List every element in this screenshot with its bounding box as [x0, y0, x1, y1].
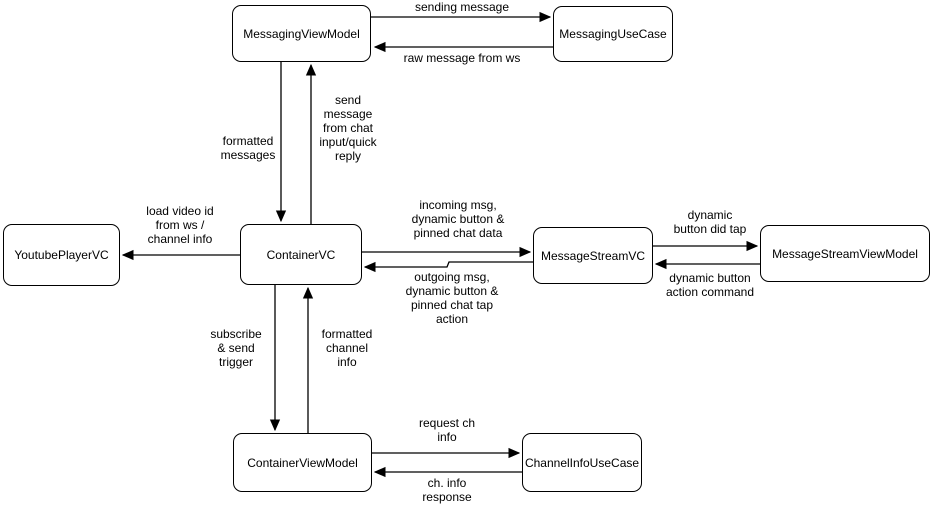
- node-channel-info-use-case: ChannelInfoUseCase: [522, 433, 642, 492]
- node-message-stream-view-model: MessageStreamViewModel: [760, 225, 930, 282]
- edge-label-sending-message: sending message: [414, 0, 510, 14]
- edge-label-ch-info-response: ch. info response: [422, 476, 472, 504]
- edge-label-request-ch-info: request ch info: [418, 416, 476, 444]
- edge-label-send-message-from-chat: send message from chat input/quick reply: [319, 93, 377, 163]
- edge-label-formatted-channel-info: formatted channel info: [321, 327, 373, 369]
- edge-label-dynamic-button-did-tap: dynamic button did tap: [673, 208, 747, 236]
- edge-label-load-video-id: load video id from ws / channel info: [146, 204, 214, 246]
- node-container-view-model: ContainerViewModel: [233, 433, 372, 492]
- edge-outgoing-msg-arrow: [363, 261, 533, 273]
- edge-label-dynamic-button-action-command: dynamic button action command: [665, 271, 755, 299]
- node-messaging-use-case: MessagingUseCase: [553, 6, 673, 62]
- node-message-stream-vc: MessageStreamVC: [533, 227, 653, 284]
- node-container-vc: ContainerVC: [240, 224, 362, 285]
- edge-label-incoming-msg: incoming msg, dynamic button & pinned ch…: [411, 198, 505, 240]
- node-youtube-player-vc: YoutubePlayerVC: [3, 224, 120, 286]
- edge-label-subscribe-send-trigger: subscribe & send trigger: [210, 327, 262, 369]
- edge-label-formatted-messages: formatted messages: [220, 134, 276, 162]
- edge-label-outgoing-msg: outgoing msg, dynamic button & pinned ch…: [405, 270, 499, 326]
- node-messaging-view-model: MessagingViewModel: [232, 5, 371, 62]
- edge-label-raw-message-from-ws: raw message from ws: [403, 51, 521, 65]
